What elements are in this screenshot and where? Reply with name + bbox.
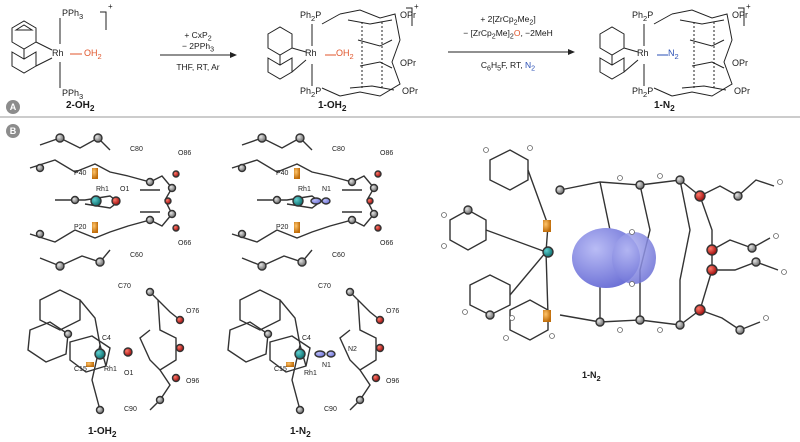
- tm-label-o86: O86: [380, 150, 394, 157]
- compound-1-oh2-skeleton: [267, 7, 413, 97]
- bl-label-rh1: Rh1: [104, 366, 117, 373]
- ortep-top-left: [29, 133, 180, 271]
- arrow1-reagent-add: + CxP2: [184, 30, 212, 43]
- tl-label-c80: C80: [130, 146, 143, 153]
- arrow1-reagent-remove: − 2PPh3: [181, 41, 215, 54]
- 1-n2-ph2p-top: Ph2P: [632, 10, 654, 23]
- arrow2-conditions: C6H5F, RT, N2: [480, 60, 536, 73]
- tl-label-c60: C60: [130, 252, 143, 259]
- reaction-arrow-1: [160, 52, 237, 58]
- bm-label-n2: N2: [348, 346, 357, 353]
- 1-n2-n2: N2: [668, 48, 679, 61]
- tm-label-rh1: Rh1: [298, 186, 311, 193]
- 1-n2-rh: Rh: [637, 48, 649, 58]
- bl-label-c70: C70: [118, 283, 131, 290]
- spacefill-model: [441, 145, 787, 341]
- bl-label-o96: O96: [186, 378, 200, 385]
- tl-label-p40: P40: [74, 170, 87, 177]
- tm-label-p40: P40: [276, 170, 289, 177]
- bm-label-c15: C15: [274, 366, 287, 373]
- bl-label-o1: O1: [124, 370, 134, 377]
- bm-label-c70: C70: [318, 283, 331, 290]
- tl-label-rh1: Rh1: [96, 186, 109, 193]
- bm-label-c4: C4: [302, 335, 311, 342]
- bm-label-n1: N1: [322, 362, 331, 369]
- tm-label-c80: C80: [332, 146, 345, 153]
- 1-oh2-ph2p-top: Ph2P: [300, 10, 322, 23]
- 2-oh2-oh2: OH2: [84, 48, 102, 61]
- caption-1-n2-ortep: 1-N2: [290, 426, 311, 439]
- tm-label-c60: C60: [332, 252, 345, 259]
- 1-oh2-opr-3: OPr: [402, 86, 419, 96]
- arrow2-reagent-add: + 2[ZrCp2Me2]: [480, 14, 536, 27]
- bl-label-c15: C15: [74, 366, 87, 373]
- tl-label-p20: P20: [74, 224, 87, 231]
- 1-oh2-opr-2: OPr: [400, 58, 417, 68]
- 1-oh2-charge: +: [414, 2, 419, 11]
- tl-label-o1: O1: [120, 186, 130, 193]
- compound-2-oh2-skeleton: [11, 11, 107, 88]
- ortep-bottom-middle: [227, 287, 385, 415]
- bm-label-o76: O76: [386, 308, 400, 315]
- ortep-bottom-left: [27, 287, 185, 415]
- caption-1-n2-spacefill: 1-N2: [582, 370, 601, 383]
- caption-1-oh2: 1-OH2: [88, 426, 117, 439]
- bm-label-rh1: Rh1: [304, 370, 317, 377]
- 1-n2-ph2p-bottom: Ph2P: [632, 86, 654, 99]
- 1-oh2-rh: Rh: [305, 48, 317, 58]
- 2-oh2-charge: +: [108, 2, 113, 11]
- 2-oh2-rh: Rh: [52, 48, 64, 58]
- tm-label-n1: N1: [322, 186, 331, 193]
- arrow1-conditions: THF, RT, Ar: [176, 62, 220, 72]
- tm-label-p20: P20: [276, 224, 289, 231]
- arrow2-byproducts: − [ZrCp2Me]2O, −2MeH: [463, 28, 553, 41]
- 1-oh2-oh2: OH2: [336, 48, 354, 61]
- bm-label-o96: O96: [386, 378, 400, 385]
- compound-label-1-n2: 1-N2: [654, 100, 675, 113]
- panel-b-badge: B: [6, 124, 20, 138]
- 1-n2-charge: +: [746, 2, 751, 11]
- 1-oh2-ph2p-bottom: Ph2P: [300, 86, 322, 99]
- compound-label-1-oh2: 1-OH2: [318, 100, 347, 113]
- tm-label-o66: O66: [380, 240, 394, 247]
- bl-label-c4: C4: [102, 335, 111, 342]
- tl-label-o66: O66: [178, 240, 192, 247]
- 1-n2-opr-2: OPr: [732, 58, 749, 68]
- 2-oh2-pph3-top: PPh3: [62, 8, 84, 21]
- panel-a-badge: A: [6, 100, 20, 114]
- bm-label-c90: C90: [324, 406, 337, 413]
- bl-label-o76: O76: [186, 308, 200, 315]
- ortep-top-middle: [231, 133, 382, 271]
- tl-label-o86: O86: [178, 150, 192, 157]
- reaction-arrow-2: [448, 49, 575, 55]
- 1-n2-opr-3: OPr: [734, 86, 751, 96]
- 1-n2-opr-1: OPr: [732, 10, 749, 20]
- 1-oh2-opr-1: OPr: [400, 10, 417, 20]
- compound-1-n2-skeleton: [599, 7, 745, 97]
- compound-label-2-oh2: 2-OH2: [66, 100, 95, 113]
- bl-label-c90: C90: [124, 406, 137, 413]
- 2-oh2-pph3-bottom: PPh3: [62, 88, 84, 101]
